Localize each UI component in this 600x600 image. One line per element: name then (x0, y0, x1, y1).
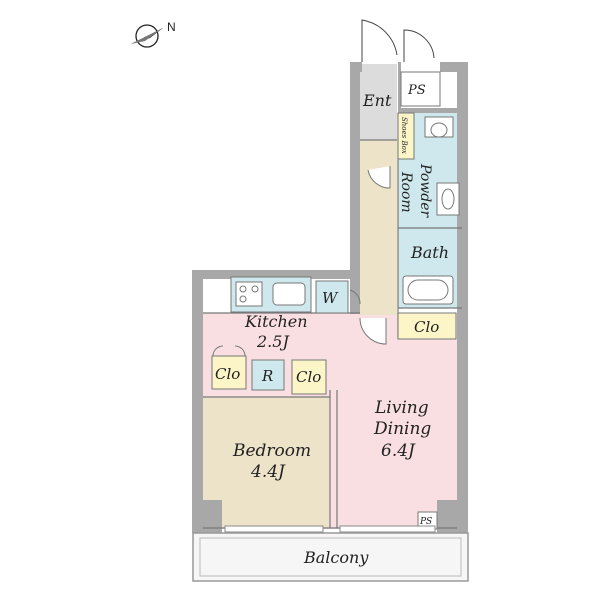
living-dining-label-1: Living (374, 398, 429, 418)
living-door (359, 317, 387, 345)
washer (315, 280, 349, 314)
shoes-box (397, 112, 415, 160)
closet-hall-label: Clo (414, 318, 439, 336)
bedroom-floor (203, 397, 329, 527)
sink-icon (436, 182, 460, 216)
balcony-floor (193, 533, 468, 581)
kitchen-counter (230, 276, 312, 313)
shoes-box-label: Shoes Box (400, 117, 408, 154)
pipe-space-bottom-label: PS (419, 517, 432, 527)
closet-bedroom-label: Clo (296, 368, 321, 386)
bedroom-label: Bedroom (232, 441, 311, 461)
entrance-label: Ent (362, 91, 392, 110)
closet-kitchen (211, 355, 247, 390)
hall-floor (360, 140, 397, 315)
washer-door (349, 289, 361, 305)
balcony-windows (224, 525, 436, 533)
balcony (192, 532, 469, 582)
closet-bedroom (291, 359, 327, 395)
kitchen-label: Kitchen (244, 312, 308, 331)
bathtub-icon (402, 275, 454, 305)
closet-hall (397, 312, 457, 340)
pipe-space-top-label: PS (407, 83, 426, 98)
balcony-label: Balcony (303, 548, 369, 567)
living-dining-label-2: Dining (373, 419, 431, 439)
compass-label: N (167, 20, 176, 34)
walls (192, 62, 468, 533)
north-arrow-icon: N (131, 20, 176, 48)
powder-room-label-2: Room (398, 171, 414, 213)
powder-room-label-1: Powder (417, 163, 433, 219)
closet-kitchen-door (212, 345, 246, 357)
kitchen-size: 2.5J (256, 332, 290, 351)
refrigerator-label: R (261, 367, 273, 385)
living-dining-size: 6.4J (381, 441, 416, 461)
toilet-icon (424, 116, 454, 138)
entrance-floor (360, 64, 397, 140)
bedroom-size: 4.4J (250, 462, 286, 482)
refrigerator (251, 359, 285, 391)
balcony-rail (199, 537, 462, 577)
closet-kitchen-label: Clo (215, 365, 240, 383)
bath-label: Bath (410, 243, 449, 262)
hall-door (367, 166, 391, 189)
washer-label: W (322, 289, 339, 307)
entry-doors (361, 19, 441, 107)
